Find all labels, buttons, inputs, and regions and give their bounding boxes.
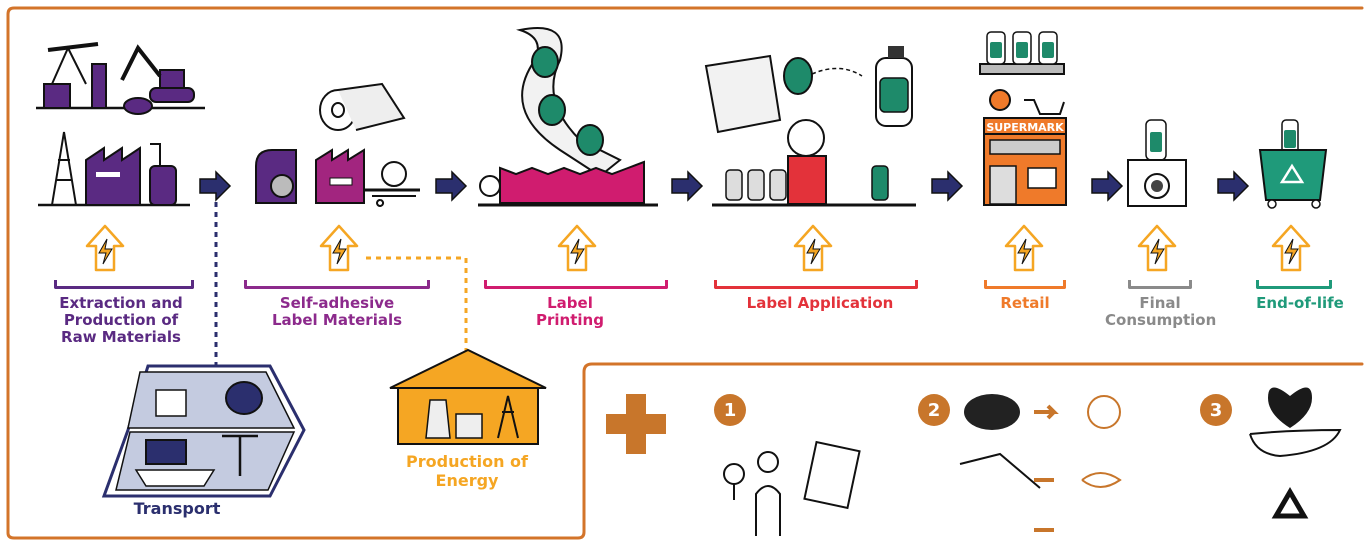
flow-arrow-6 — [1217, 170, 1250, 202]
labeling-machine-icon — [704, 46, 916, 207]
stage-label-end-of-life: End-of-life — [1256, 294, 1344, 312]
supermarket-icon: SUPERMARK — [979, 31, 1067, 206]
brace-end-of-life — [1256, 280, 1332, 289]
brace-printing — [484, 280, 668, 289]
energy-arrow-7 — [1271, 224, 1311, 272]
plus-icon — [606, 394, 666, 454]
stage-label-extraction: Extraction and Production of Raw Materia… — [59, 294, 183, 346]
transport-vehicles-icon — [101, 364, 306, 498]
flow-arrow-1 — [199, 170, 232, 202]
washing-machine-icon — [1127, 119, 1187, 207]
stage-label-printing: Label Printing — [536, 294, 604, 329]
stage-label-application: Label Application — [746, 294, 894, 312]
energy-arrow-4 — [793, 224, 833, 272]
paper-mill-icon — [255, 82, 420, 207]
diagram-frame — [6, 6, 1364, 540]
brace-application — [714, 280, 918, 289]
flow-arrow-4 — [931, 170, 964, 202]
extra-item-3-number: 3 — [1210, 400, 1223, 421]
transport-label: Transport — [133, 499, 221, 518]
store-sign-text: SUPERMARK — [986, 121, 1064, 134]
extra-item-3: 3 — [1200, 394, 1232, 426]
brace-extraction — [54, 280, 194, 289]
extra-item-2-number: 2 — [928, 400, 941, 421]
oil-pump-factory-icon — [36, 42, 205, 207]
pollution-impacts-icon — [959, 394, 1122, 532]
health-recycling-icon — [1249, 387, 1342, 519]
energy-connector — [366, 256, 468, 370]
brace-label-materials — [244, 280, 430, 289]
stage-label-retail: Retail — [1000, 294, 1050, 312]
energy-arrow-2 — [319, 224, 359, 272]
energy-arrow-1 — [85, 224, 125, 272]
flow-arrow-2 — [435, 170, 468, 202]
energy-arrow-3 — [557, 224, 597, 272]
energy-arrow-6 — [1137, 224, 1177, 272]
extra-item-1: 1 — [714, 394, 746, 426]
stage-label-consumption: Final Consumption — [1105, 294, 1217, 329]
stage-label-label-materials: Self-adhesive Label Materials — [271, 294, 403, 329]
extra-item-1-number: 1 — [724, 400, 737, 421]
brace-retail — [984, 280, 1066, 289]
recycling-bin-icon — [1258, 119, 1328, 209]
energy-label: Production of Energy — [406, 452, 528, 490]
inspector-clipboard-icon — [723, 440, 861, 536]
power-plant-icon — [389, 348, 547, 445]
flow-arrow-3 — [671, 170, 704, 202]
energy-arrow-5 — [1004, 224, 1044, 272]
flow-arrow-5 — [1091, 170, 1124, 202]
extra-item-2: 2 — [918, 394, 950, 426]
printing-press-icon — [478, 27, 658, 207]
brace-consumption — [1128, 280, 1192, 289]
